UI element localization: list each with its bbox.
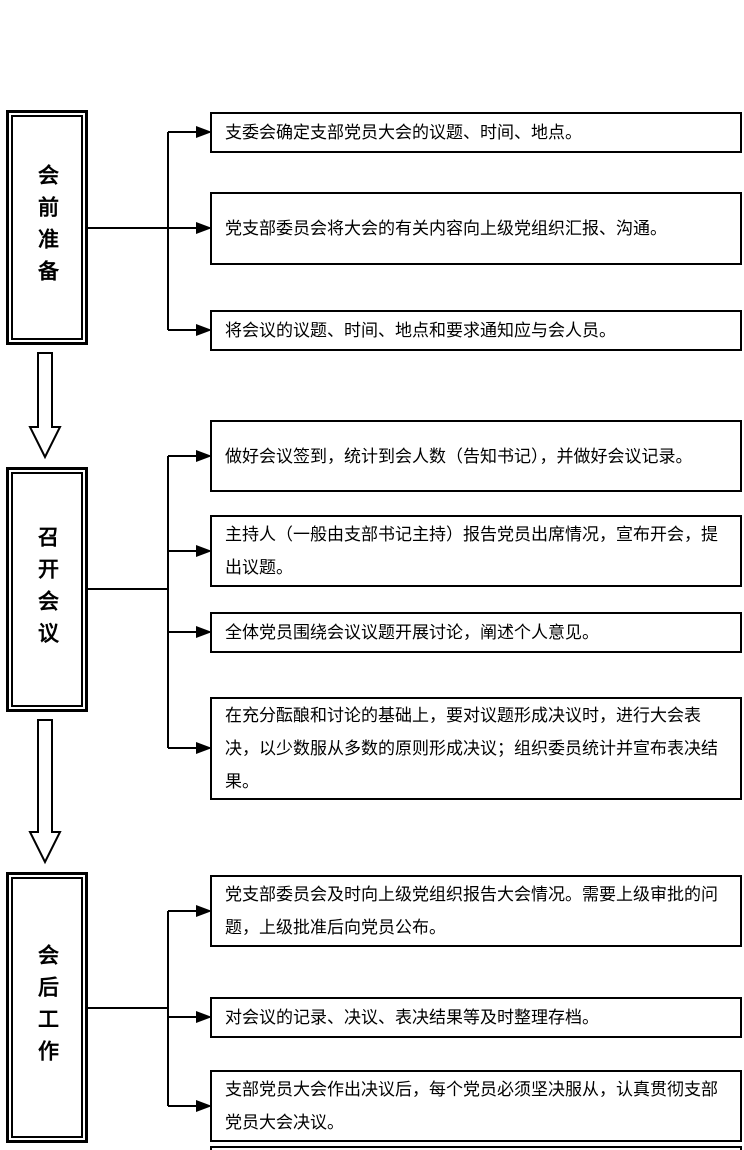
arrow-right-icon <box>196 222 212 234</box>
arrow-right-icon <box>196 545 212 557</box>
stage-label-post-meeting: 会后工作 <box>35 943 60 1072</box>
connector-group-post-meeting <box>88 910 198 1107</box>
arrow-right-icon <box>196 742 212 754</box>
step-box: 对会议的记录、决议、表决结果等及时整理存档。 <box>210 997 742 1038</box>
step-box: 将会议的议题、时间、地点和要求通知应与会人员。 <box>210 310 742 351</box>
step-box: 做好会议签到，统计到会人数（告知书记），并做好会议记录。 <box>210 420 742 492</box>
step-box: 主持人（一般由支部书记主持）报告党员出席情况，宣布开会，提出议题。 <box>210 515 742 587</box>
step-text: 党支部委员会将大会的有关内容向上级党组织汇报、沟通。 <box>225 219 667 238</box>
stage-box-post-meeting: 会后工作 <box>6 872 88 1143</box>
step-text: 全体党员围绕会议议题开展讨论，阐述个人意见。 <box>225 623 599 642</box>
step-text: 支部党员大会作出决议后，每个党员必须坚决服从，认真贯彻支部党员大会决议。 <box>225 1080 718 1132</box>
down-arrow-icon <box>28 352 62 460</box>
arrow-right-icon <box>196 1011 212 1023</box>
step-text: 支委会确定支部党员大会的议题、时间、地点。 <box>225 123 582 142</box>
connector-arrowheads-meeting <box>196 450 212 754</box>
connector-group-pre-meeting <box>88 131 198 331</box>
step-text: 在充分酝酿和讨论的基础上，要对议题形成决议时，进行大会表决，以少数服从多数的原则… <box>225 706 718 791</box>
step-text: 主持人（一般由支部书记主持）报告党员出席情况，宣布开会，提出议题。 <box>225 525 718 577</box>
arrow-right-icon <box>196 450 212 462</box>
arrow-right-icon <box>196 126 212 138</box>
step-box: 支部党员大会作出决议后，每个党员必须坚决服从，认真贯彻支部党员大会决议。 <box>210 1070 742 1142</box>
step-text: 党支部委员会及时向上级党组织报告大会情况。需要上级审批的问题，上级批准后向党员公… <box>225 885 718 937</box>
arrow-right-icon <box>196 905 212 917</box>
down-arrow-icon <box>28 719 62 865</box>
step-box: 党支部委员会将大会的有关内容向上级党组织汇报、沟通。 <box>210 192 742 265</box>
step-text: 将会议的议题、时间、地点和要求通知应与会人员。 <box>225 321 616 340</box>
arrow-right-icon <box>196 1100 212 1112</box>
stage-label-meeting: 召开会议 <box>35 525 60 654</box>
step-box: 全体党员围绕会议议题开展讨论，阐述个人意见。 <box>210 612 742 653</box>
step-box: 党支部委员会及时向上级党组织报告大会情况。需要上级审批的问题，上级批准后向党员公… <box>210 875 742 947</box>
connector-arrowheads-pre-meeting <box>196 126 212 336</box>
arrow-right-icon <box>196 626 212 638</box>
connector-group-meeting <box>88 455 198 749</box>
stage-box-pre-meeting: 会前准备 <box>6 110 88 345</box>
step-box: 在充分酝酿和讨论的基础上，要对议题形成决议时，进行大会表决，以少数服从多数的原则… <box>210 697 742 800</box>
step-box: 支委会确定支部党员大会的议题、时间、地点。 <box>210 112 742 153</box>
connector-arrowheads-post-meeting <box>196 905 212 1112</box>
step-text: 对会议的记录、决议、表决结果等及时整理存档。 <box>225 1008 599 1027</box>
arrow-right-icon <box>196 324 212 336</box>
step-box-partial <box>210 1146 742 1150</box>
stage-label-pre-meeting: 会前准备 <box>35 163 60 292</box>
step-text: 做好会议签到，统计到会人数（告知书记），并做好会议记录。 <box>225 446 693 466</box>
stage-box-meeting: 召开会议 <box>6 467 88 712</box>
